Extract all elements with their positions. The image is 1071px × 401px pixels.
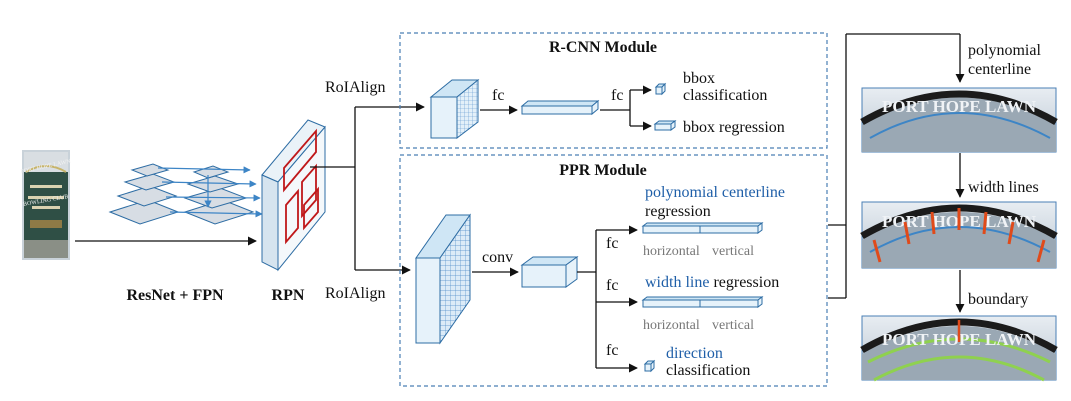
output-connector	[828, 33, 965, 313]
rcnn-module-title: R-CNN Module	[549, 39, 657, 56]
step2-label: width lines	[968, 179, 1039, 196]
backbone-label: ResNet + FPN	[126, 287, 224, 304]
rpn-feature-map	[261, 119, 326, 272]
bbox-reg-label: bbox regression	[683, 119, 785, 136]
rcnn-fc-vector	[520, 99, 600, 116]
rcnn-module-box	[399, 32, 828, 149]
step1-line1: polynomial	[968, 42, 1041, 59]
width-sub-horizontal: horizontal	[643, 318, 700, 333]
poly-sub-horizontal: horizontal	[643, 244, 700, 259]
arc-text-1: PORT HOPE LAWN	[882, 97, 1037, 116]
ppr-fc-2: fc	[606, 277, 618, 294]
ppr-fc-1: fc	[606, 235, 618, 252]
ppr-split-connector	[577, 225, 638, 373]
ppr-module-title: PPR Module	[559, 162, 647, 179]
poly-sub-vertical: vertical	[712, 244, 754, 259]
poly-centerline-title: polynomial centerline	[645, 184, 785, 201]
result-panel-centerline: PORT HOPE LAWN	[860, 87, 1058, 153]
rcnn-split-connector	[629, 85, 652, 131]
poly-param-vector	[641, 222, 764, 234]
roialign-bottom-label: RoIAlign	[325, 285, 385, 302]
fpn-stack-right	[183, 165, 255, 225]
bbox-cls-line1: bbox	[683, 70, 715, 87]
fpn-stack-left	[108, 163, 180, 225]
ppr-module-box	[399, 154, 828, 387]
width-line-blue: width line	[645, 274, 709, 291]
direction-label-line1: direction	[666, 345, 723, 362]
result-panel-width-lines: PORT HOPE LAWN	[860, 201, 1058, 269]
width-line-black: regression	[709, 274, 779, 291]
bbox-cls-cube-icon	[654, 82, 667, 96]
width-line-label: width line regression	[645, 274, 779, 291]
ppr-fc-3: fc	[606, 342, 618, 359]
rcnn-fc-2: fc	[611, 87, 623, 104]
step3-label: boundary	[968, 291, 1028, 308]
result-panel-boundary: PORT HOPE LAWN	[860, 315, 1058, 382]
rcnn-roi-feature	[429, 78, 480, 140]
poly-centerline-subtitle: regression	[645, 203, 711, 220]
bbox-reg-bar-icon	[653, 120, 677, 131]
step1-line2: centerline	[968, 61, 1031, 78]
fpn-pyramid	[108, 163, 263, 225]
rpn-label: RPN	[272, 287, 305, 304]
ppr-conv-feature	[520, 256, 579, 288]
input-image: PORT HOPE LAWN BOWLING CLUB	[20, 150, 72, 260]
direction-cube-icon	[643, 359, 656, 373]
rcnn-fc-1: fc	[492, 87, 504, 104]
width-sub-vertical: vertical	[712, 318, 754, 333]
roialign-top-label: RoIAlign	[325, 79, 385, 96]
ppr-conv-label: conv	[482, 249, 513, 266]
rpn-branch-connectors	[310, 102, 425, 275]
direction-label-line2: classification	[666, 362, 750, 379]
width-param-vector	[641, 296, 764, 308]
bbox-cls-line2: classification	[683, 87, 767, 104]
ppr-roi-feature	[415, 213, 471, 345]
